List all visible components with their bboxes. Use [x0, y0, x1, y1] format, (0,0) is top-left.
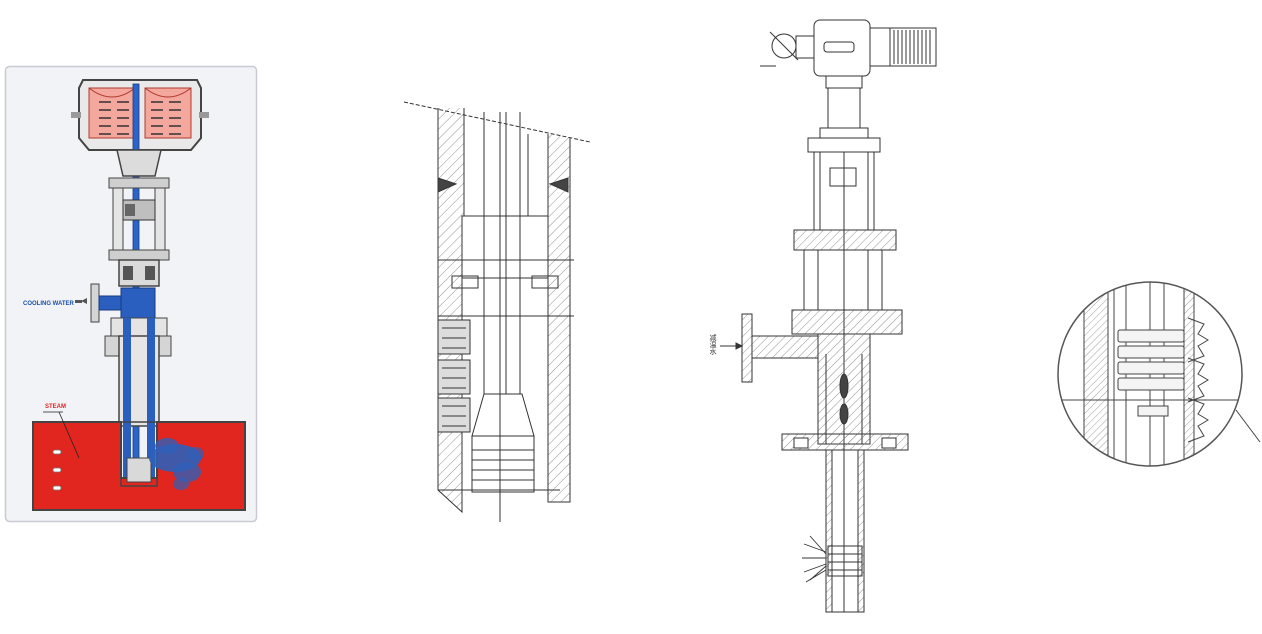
colored-section-drawing [4, 65, 258, 523]
left-wall [437, 108, 465, 514]
lance [825, 449, 865, 613]
steam-leader-line [58, 411, 80, 459]
detail-contents [1058, 282, 1242, 466]
figure-full-assembly: 减温水 [700, 14, 950, 618]
spray-jets [802, 535, 827, 583]
side-inlet-label: 减温水 [709, 334, 717, 355]
steam-label: STEAM [45, 404, 66, 410]
section-lines [438, 215, 574, 317]
full-assembly-drawing [720, 19, 937, 613]
actuator-neck [819, 75, 869, 139]
cooling-water-inlet [75, 283, 156, 323]
break-line [403, 101, 591, 143]
figure-detail-circle [1054, 274, 1262, 480]
electric-actuator [760, 19, 937, 77]
yoke-frame [793, 137, 897, 454]
actuator-housing [71, 79, 209, 151]
packing-rings [437, 319, 471, 433]
figure-colored-section: COOLING WATER STEAM [4, 65, 258, 523]
lower-flange [781, 433, 909, 451]
side-inlet [720, 313, 819, 383]
sectional-detail-drawing [403, 101, 591, 522]
weld-right [548, 177, 569, 193]
springs [99, 101, 181, 135]
valve-body [791, 309, 903, 445]
bonnet [118, 259, 160, 287]
nozzle [438, 393, 560, 493]
lance-tube [118, 318, 160, 478]
seal-elements [1187, 317, 1209, 443]
flow-marks [52, 449, 62, 491]
detail-circle-drawing [1057, 281, 1261, 467]
ring-stack [1117, 329, 1185, 417]
detail-circle-outline [1057, 281, 1243, 467]
steam-pipe [32, 421, 246, 511]
weld-left [437, 177, 458, 193]
spray-cloud [149, 438, 204, 490]
cooling-water-label: COOLING WATER [23, 301, 74, 307]
central-spindle [483, 112, 521, 522]
yoke [108, 149, 170, 261]
detail-leader-line [1235, 409, 1261, 443]
figure-sectional-detail [400, 98, 600, 528]
